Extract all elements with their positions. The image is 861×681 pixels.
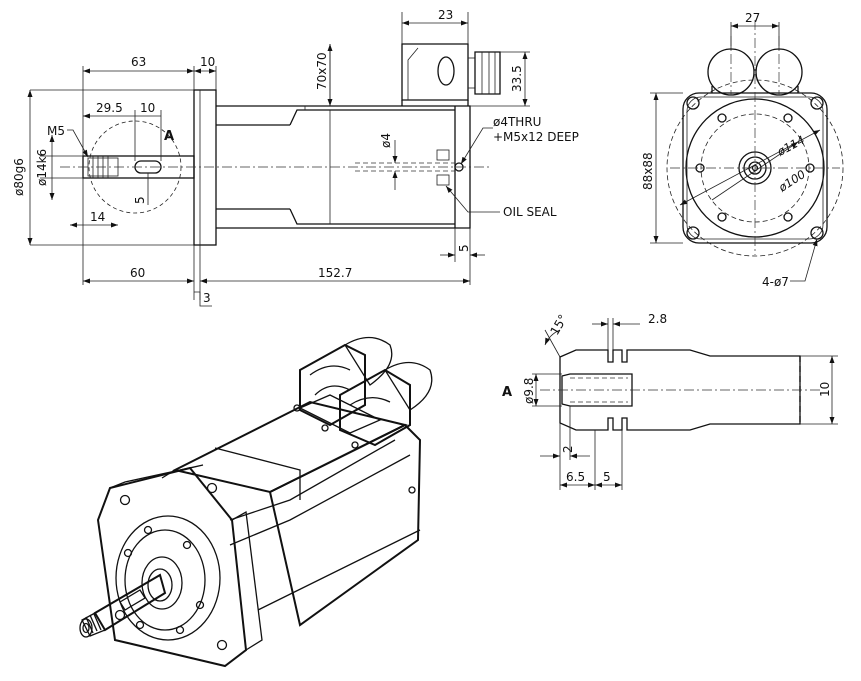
dim-33-5: 33.5 [510, 65, 524, 92]
bolt-circle-114 [666, 79, 844, 257]
dim-3: 3 [203, 291, 211, 305]
dim-10: 10 [818, 382, 832, 397]
thru-note-line2: +M5x12 DEEP [493, 130, 579, 144]
dim-100: ø100 [775, 167, 808, 195]
corner-hole [686, 96, 700, 110]
dim-70x70: 70x70 [315, 52, 329, 90]
dim-63: 63 [131, 55, 146, 69]
dim-60: 60 [130, 266, 145, 280]
dim-5: 5 [603, 470, 611, 484]
dim-10-top: 10 [200, 55, 215, 69]
corner-hole [686, 226, 700, 240]
flange-outline [193, 89, 217, 246]
front-view: 27 88x88 ø114 ø100 4-ø7 [641, 11, 844, 289]
oil-seal-label: OIL SEAL [503, 205, 557, 219]
holes-4x7: 4-ø7 [762, 275, 789, 289]
isometric-view [79, 336, 433, 668]
thru-note-line1: ø4THRU [493, 115, 541, 129]
side-view: 63 10 29.5 10 M5 A ø14k6 ø80g6 5 14 60 1… [12, 8, 579, 307]
dim-14-bottom: 14 [90, 210, 105, 224]
dim-14k6: ø14k6 [35, 149, 49, 186]
dim-9-8: ø9.8 [522, 378, 536, 404]
dim-23: 23 [438, 8, 453, 22]
iso-flange [96, 466, 248, 668]
dim-10-inner: 10 [140, 101, 155, 115]
dim-27: 27 [745, 11, 760, 25]
dim-29-5: 29.5 [96, 101, 123, 115]
dim-2-8: 2.8 [648, 312, 667, 326]
angle-15: 15° [547, 312, 570, 337]
detail-a-marker: A [164, 129, 174, 144]
threaded-bore [561, 373, 633, 407]
iso-body [268, 423, 422, 627]
iso-shaft [93, 573, 167, 632]
dim-152-7: 152.7 [318, 266, 352, 280]
dim-80g6: ø80g6 [12, 158, 26, 196]
dim-6-5: 6.5 [566, 470, 585, 484]
dim-88x88: 88x88 [641, 152, 655, 190]
detail-a-label: A [502, 385, 512, 400]
dim-2: 2 [561, 445, 575, 453]
connector-side [401, 43, 469, 101]
corner-hole [810, 96, 824, 110]
dim-4: ø4 [379, 133, 393, 148]
dim-5-key: 5 [133, 196, 147, 204]
dim-m5: M5 [47, 124, 65, 138]
dim-5-rear: 5 [457, 244, 471, 252]
corner-hole [810, 226, 824, 240]
detail-a-section: A ø9.8 15° 2.8 2 6.5 5 10 [502, 312, 838, 490]
